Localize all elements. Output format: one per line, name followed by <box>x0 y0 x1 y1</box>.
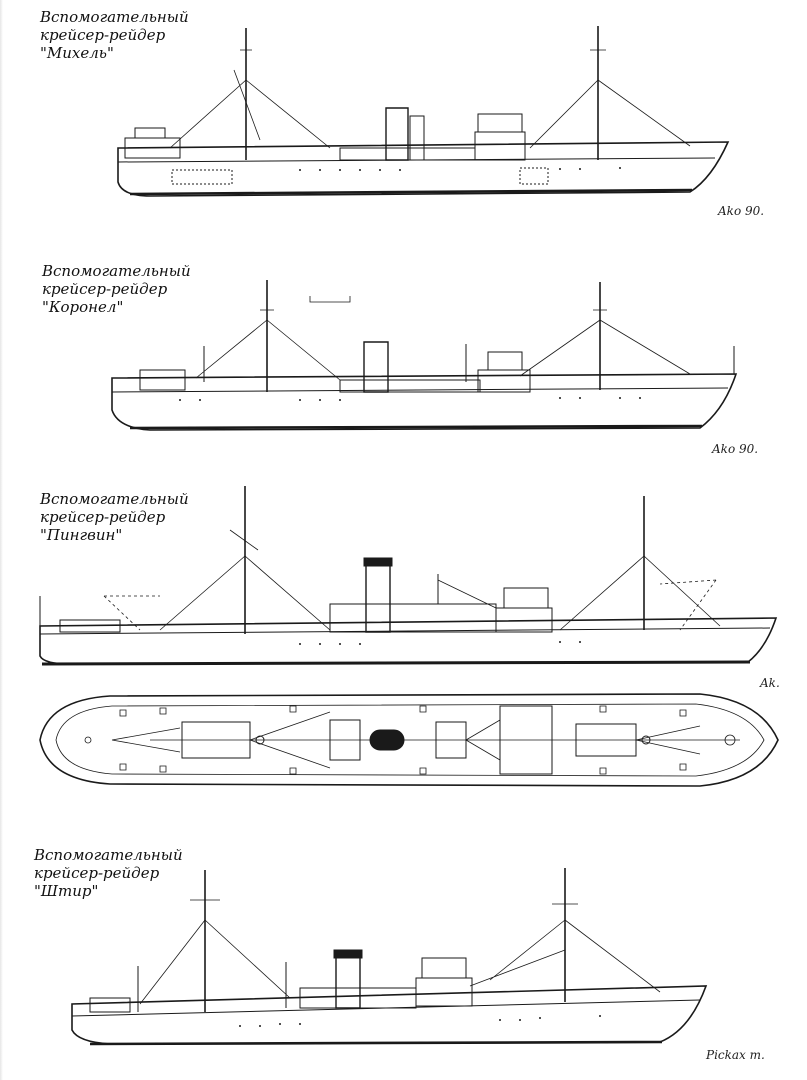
bridge-block <box>416 978 472 1006</box>
inner-deck-outline <box>56 704 764 776</box>
artist-signature: Ako 90. <box>718 204 765 218</box>
bridge-top <box>504 588 548 608</box>
rigging <box>140 900 660 1004</box>
michel-side-profile <box>0 20 807 250</box>
portholes <box>239 1015 601 1027</box>
caption-ship-name: "Михель" <box>40 44 114 62</box>
boot-topping <box>42 662 750 664</box>
midship-house <box>340 380 480 392</box>
caption-stier: Вспомогательный крейсер-рейдер "Штир" <box>34 846 183 900</box>
bridge-top <box>422 958 466 978</box>
rigging <box>160 530 720 630</box>
deck-line <box>112 388 728 392</box>
caption-line1: Вспомогательный <box>34 846 183 864</box>
artist-signature: Ako 90. <box>712 442 759 456</box>
caption-ship-name: "Коронел" <box>42 298 124 316</box>
mainmast-base <box>256 736 264 744</box>
aft-house <box>140 370 185 390</box>
portholes <box>299 167 621 171</box>
funnel-top <box>370 730 404 750</box>
caption-line2: крейсер-рейдер <box>40 508 166 526</box>
poop-deck <box>135 128 165 138</box>
funnel-cap <box>364 558 392 566</box>
rigging <box>170 50 690 148</box>
midship-house <box>340 148 475 160</box>
bridge-block <box>478 370 530 392</box>
foremast-base <box>642 736 650 744</box>
deck-outline <box>40 694 778 786</box>
caption-line2: крейсер-рейдер <box>42 280 168 298</box>
hatch-2 <box>330 720 360 760</box>
scale-bar <box>310 296 350 302</box>
page-edge <box>0 0 3 1080</box>
funnel-cap <box>334 950 362 958</box>
caption-line2: крейсер-рейдер <box>34 864 160 882</box>
dashed-rigging <box>104 580 716 630</box>
hull <box>112 374 736 430</box>
caption-line1: Вспомогательный <box>42 262 191 280</box>
funnel <box>366 560 390 632</box>
funnel <box>364 342 388 392</box>
stier-side-profile <box>0 860 807 1080</box>
caption-ship-name: "Пингвин" <box>40 526 123 544</box>
bridge-top <box>488 352 522 370</box>
caption-michel: Вспомогательный крейсер-рейдер "Михель" <box>40 8 189 62</box>
rigging <box>196 310 690 380</box>
aft-house <box>60 620 120 632</box>
hull <box>40 618 776 664</box>
midship-house <box>330 604 496 632</box>
caption-pinguin: Вспомогательный крейсер-рейдер "Пингвин" <box>40 490 189 544</box>
midship-house <box>300 988 416 1008</box>
bridge-top <box>478 114 522 132</box>
cargo-hatch-marking <box>520 168 548 184</box>
deck-fittings <box>85 706 735 774</box>
portholes <box>299 641 581 645</box>
artist-signature: Pickax m. <box>706 1048 765 1062</box>
funnel <box>386 108 408 160</box>
boot-topping <box>130 426 702 428</box>
hull <box>118 142 728 196</box>
cargo-hatch-marking-aft <box>172 170 232 184</box>
artist-signature: Ak. <box>760 676 780 690</box>
portholes <box>179 397 641 401</box>
hull <box>72 986 706 1044</box>
caption-coronel: Вспомогательный крейсер-рейдер "Коронел" <box>42 262 191 316</box>
caption-ship-name: "Штир" <box>34 882 99 900</box>
funnel <box>336 952 360 1008</box>
coronel-side-profile <box>0 270 807 470</box>
bridge-deck <box>500 706 552 774</box>
pinguin-plan-view <box>0 680 807 810</box>
pinguin-side-profile <box>0 480 807 680</box>
funnel-2 <box>410 116 424 160</box>
boot-topping <box>130 190 692 194</box>
boot-topping <box>90 1042 662 1044</box>
derrick-lines <box>112 712 700 768</box>
caption-line1: Вспомогательный <box>40 8 189 26</box>
deck-line <box>40 628 770 634</box>
aft-house <box>90 998 130 1012</box>
caption-line2: крейсер-рейдер <box>40 26 166 44</box>
bridge-block <box>475 132 525 160</box>
caption-line1: Вспомогательный <box>40 490 189 508</box>
